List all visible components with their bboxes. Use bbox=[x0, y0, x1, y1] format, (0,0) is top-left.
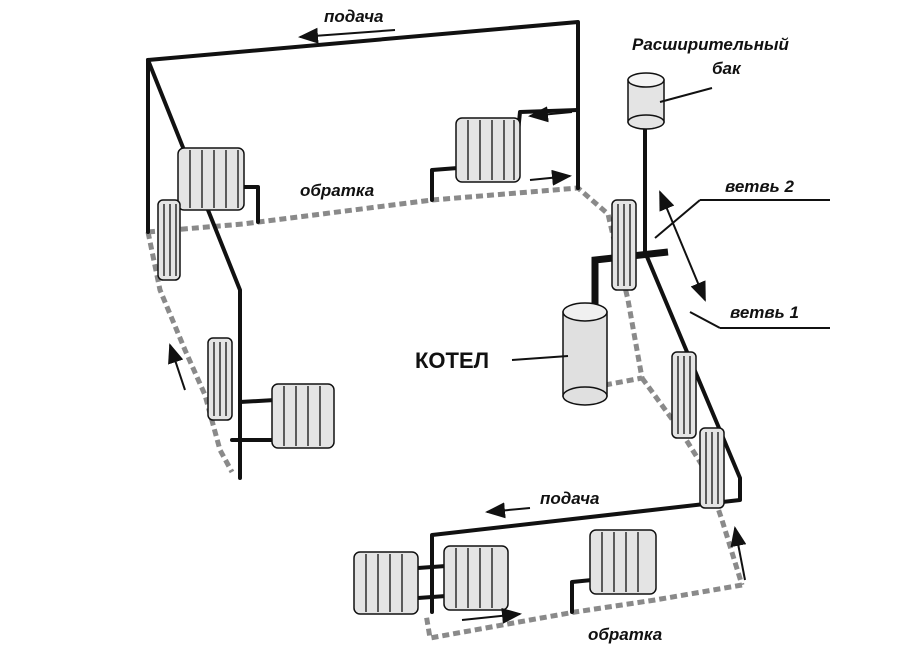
radiator-right-wall-lower bbox=[671, 351, 697, 439]
radiator-right-wall-upper bbox=[611, 199, 637, 291]
label-boiler: КОТЕЛ bbox=[415, 348, 489, 373]
connector-rad-front-right bbox=[570, 578, 594, 614]
label-supply-top: подача bbox=[324, 7, 383, 26]
arrow-supply-bottom bbox=[485, 502, 531, 519]
flow-arrows bbox=[168, 27, 747, 624]
supply-pipe-right-loop bbox=[430, 250, 742, 614]
radiator-left-wall-lower bbox=[207, 337, 233, 421]
label-expansion-tank-line2: бак bbox=[712, 59, 742, 78]
label-return-bottom: обратка bbox=[588, 625, 662, 644]
arrow-left-up bbox=[168, 343, 186, 391]
leader-branch-1-b bbox=[689, 311, 721, 329]
arrow-back-right bbox=[528, 106, 573, 123]
leader-lines bbox=[511, 87, 830, 361]
connector-rad-left bbox=[230, 398, 277, 442]
return-pipe-front bbox=[423, 582, 743, 641]
arrow-supply-top bbox=[298, 27, 396, 44]
connector-rad-back-left bbox=[241, 185, 260, 224]
radiator-front-right bbox=[589, 529, 657, 595]
radiator-back-center bbox=[455, 117, 521, 183]
label-expansion-tank-line1: Расширительный bbox=[632, 35, 790, 54]
radiator-left-wall-upper bbox=[157, 199, 181, 281]
radiator-front-middle bbox=[443, 545, 509, 611]
label-branch-1: ветвь 1 bbox=[730, 303, 799, 322]
boiler-riser-pipe bbox=[591, 248, 669, 310]
supply-pipe-diagonal bbox=[146, 58, 242, 480]
leader-expansion-tank bbox=[659, 87, 713, 103]
label-supply-bottom: подача bbox=[540, 489, 599, 508]
radiator-back-left bbox=[177, 147, 245, 211]
arrow-return-top bbox=[529, 169, 572, 186]
radiator-front-left bbox=[353, 551, 419, 615]
arrow-branch-vertical bbox=[659, 190, 706, 302]
return-pipe-left bbox=[145, 231, 235, 474]
return-pipe-boiler bbox=[604, 375, 643, 388]
label-branch-2: ветвь 2 bbox=[725, 177, 795, 196]
connector-rad-front-pair bbox=[416, 564, 448, 600]
radiator-right-corner bbox=[699, 427, 725, 509]
arrow-return-bottom bbox=[461, 607, 522, 624]
leader-boiler bbox=[511, 355, 569, 361]
connector-rad-back-center-ret bbox=[430, 166, 460, 202]
label-return-top: обратка bbox=[300, 181, 374, 200]
leader-branch-2-b bbox=[654, 199, 701, 239]
arrow-right-up bbox=[730, 526, 747, 581]
expansion-tank bbox=[627, 72, 665, 130]
boiler bbox=[562, 302, 608, 406]
radiator-left-front bbox=[271, 383, 335, 449]
